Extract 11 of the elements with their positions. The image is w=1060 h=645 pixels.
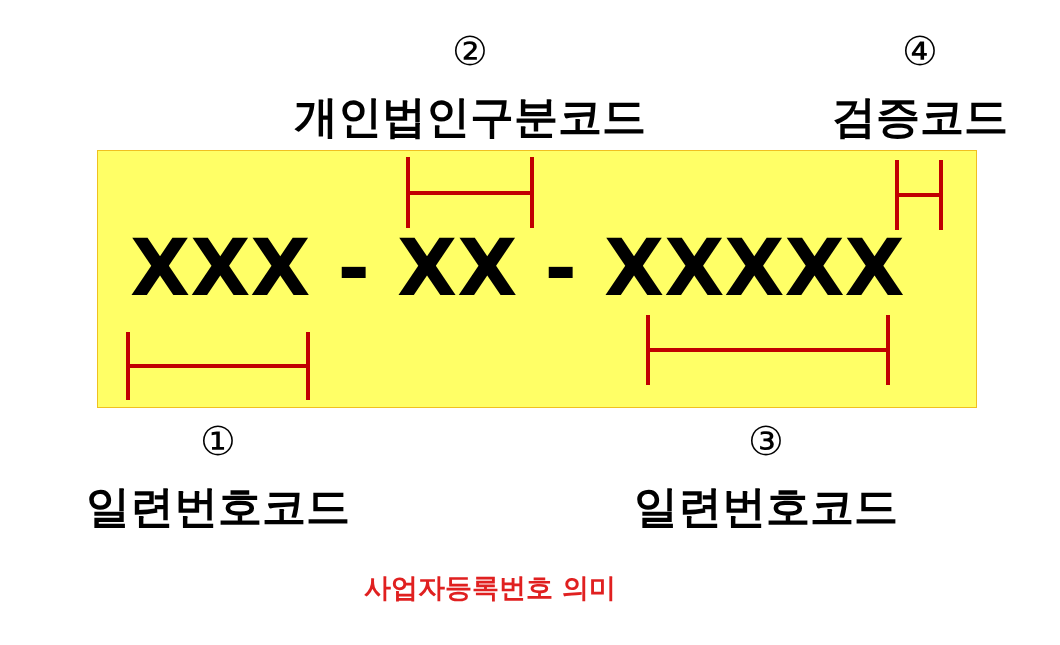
callout-number: ③ [748,418,784,464]
segment-label: 개인법인구분코드 [294,90,646,144]
code-band [97,150,977,408]
segment-label: 검증코드 [832,90,1008,144]
callout-number: ② [452,28,488,74]
segment-label: 일련번호코드 [86,480,350,534]
callout-number: ① [200,418,236,464]
callout-number: ④ [902,28,938,74]
number-format-text: XXX - XX - XXXXX [130,229,905,307]
caption: 사업자등록번호 의미 [363,571,617,605]
segment-label: 일련번호코드 [634,480,898,534]
